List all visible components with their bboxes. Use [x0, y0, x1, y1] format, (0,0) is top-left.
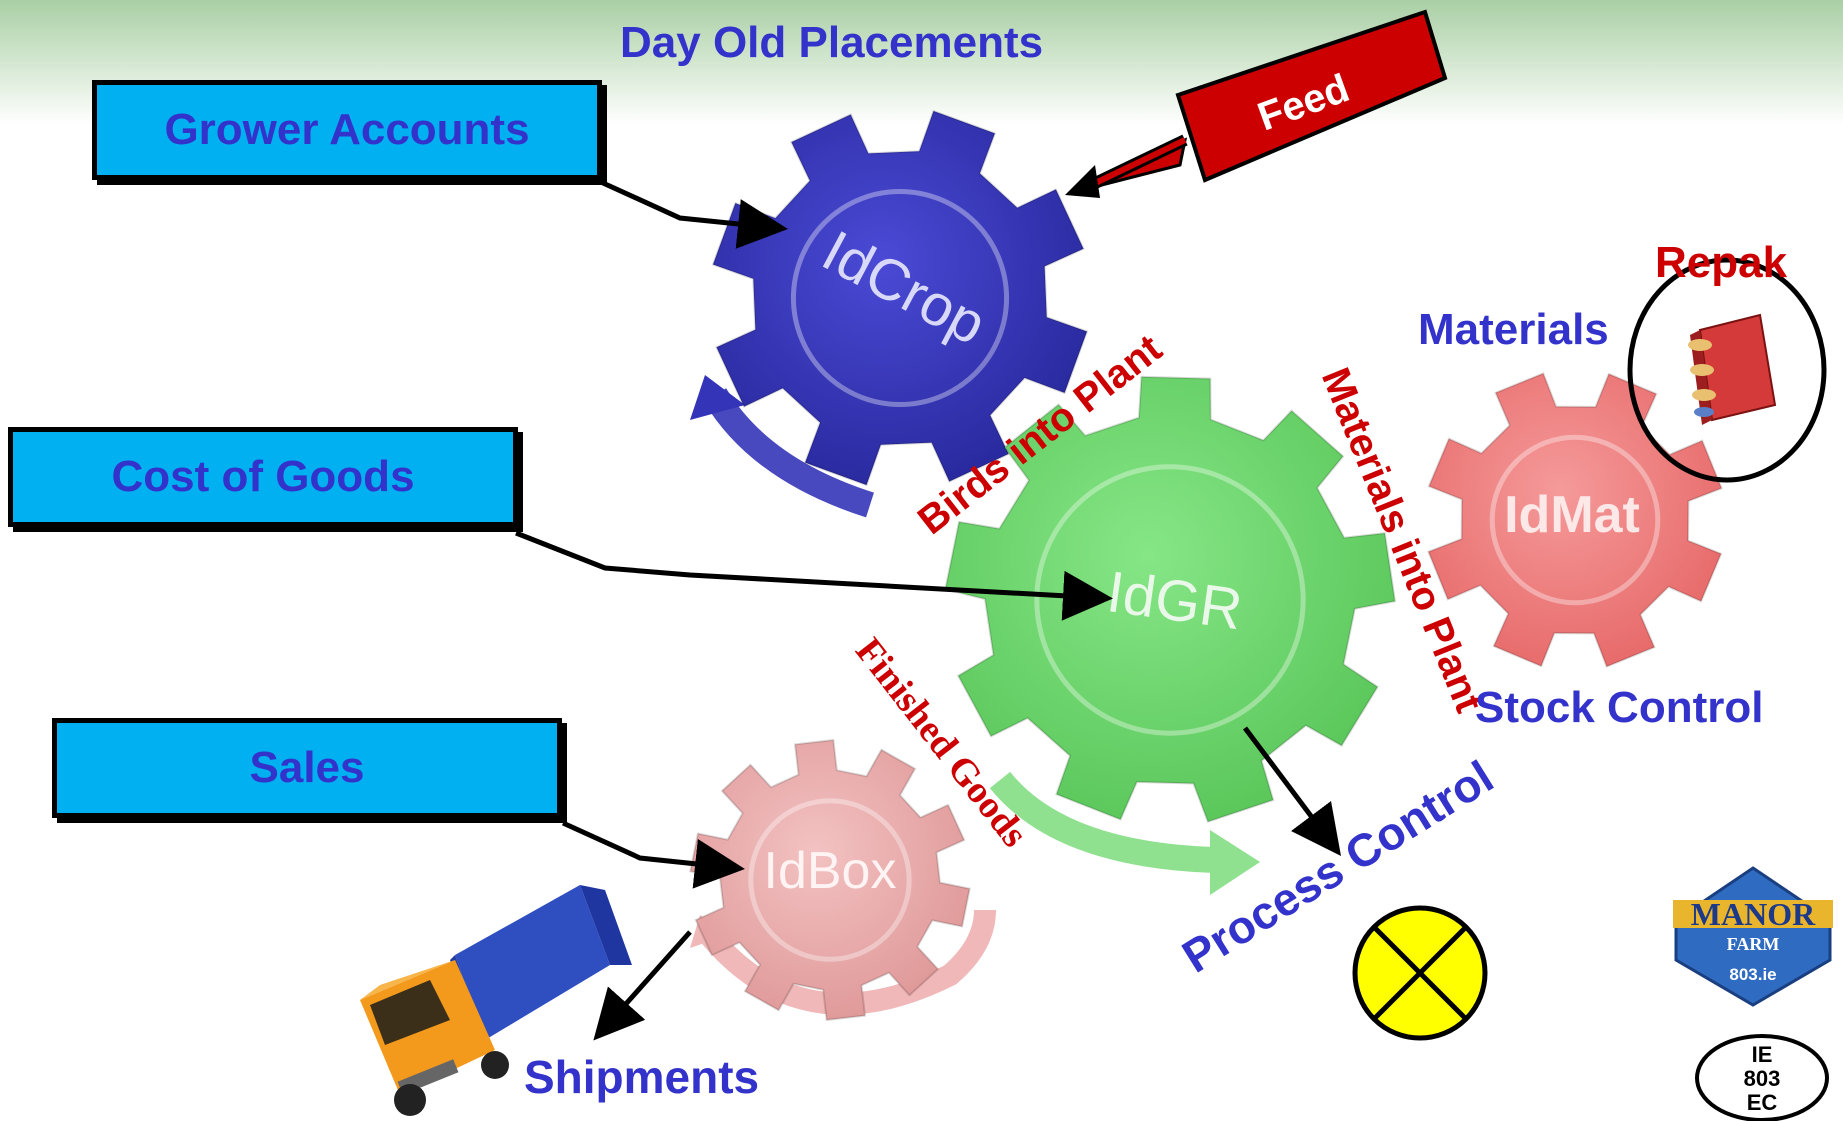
- ie-mark-line2: 803: [1744, 1066, 1781, 1091]
- materials-label: Materials: [1418, 305, 1609, 354]
- manor-logo-text: MANOR: [1691, 896, 1816, 932]
- cost-to-idgr-connector: [515, 530, 1113, 621]
- process-control-hazard-icon: [1352, 905, 1488, 1041]
- farm-logo-text: FARM: [1727, 934, 1780, 954]
- shipments-label: Shipments: [524, 1051, 760, 1103]
- grower-to-idcrop-connector: [601, 180, 788, 249]
- delivery-truck-icon: [360, 885, 632, 1116]
- crop-cycle-arrow: [703, 388, 874, 518]
- stock-control-label: Stock Control: [1475, 683, 1764, 732]
- sales-box: Sales: [52, 718, 562, 818]
- repak-label: Repak: [1655, 238, 1788, 287]
- ie-mark-line3: EC: [1747, 1090, 1778, 1115]
- repak-report-icon: [1627, 257, 1827, 483]
- ie-mark-line1: IE: [1752, 1042, 1773, 1067]
- box-cycle-arrow: [696, 909, 996, 1015]
- gr-cycle-arrowhead: [1210, 830, 1260, 895]
- ie-803-ec-health-mark: IE 803 EC: [1695, 1034, 1829, 1121]
- idgr-gear-body: [944, 375, 1397, 824]
- feed-arrow: [1065, 9, 1448, 198]
- idgr-to-process-control-connector: [1243, 726, 1341, 856]
- crop-cycle-arrowhead: [690, 375, 745, 420]
- manor-farm-logo: MANOR FARM 803.ie: [1673, 866, 1833, 1007]
- cost-of-goods-box: Cost of Goods: [8, 427, 518, 527]
- idmat-gear-hub-ring: [1489, 434, 1661, 606]
- idbox-label: IdBox: [764, 842, 897, 900]
- manor-logo-url: 803.ie: [1729, 965, 1776, 984]
- page-title: Day Old Placements: [620, 18, 1044, 67]
- idcrop-gear: [711, 109, 1089, 487]
- gr-cycle-arrow: [989, 771, 1216, 873]
- idgr-gear-hub-ring: [1034, 464, 1306, 736]
- idmat-gear-body: [1427, 372, 1723, 668]
- grower-accounts-box: Grower Accounts: [92, 80, 602, 180]
- sales-to-idbox-connector: [561, 820, 745, 889]
- idmat-label: IdMat: [1504, 486, 1640, 544]
- idbox-gear: [689, 738, 971, 1022]
- idgr-gear: [944, 375, 1397, 824]
- idbox-to-shipments-connector: [593, 930, 692, 1041]
- idmat-gear: [1427, 372, 1723, 668]
- idcrop-gear-hub-ring: [790, 188, 1010, 408]
- idcrop-gear-body: [711, 109, 1089, 487]
- idbox-gear-hub-ring: [748, 798, 912, 962]
